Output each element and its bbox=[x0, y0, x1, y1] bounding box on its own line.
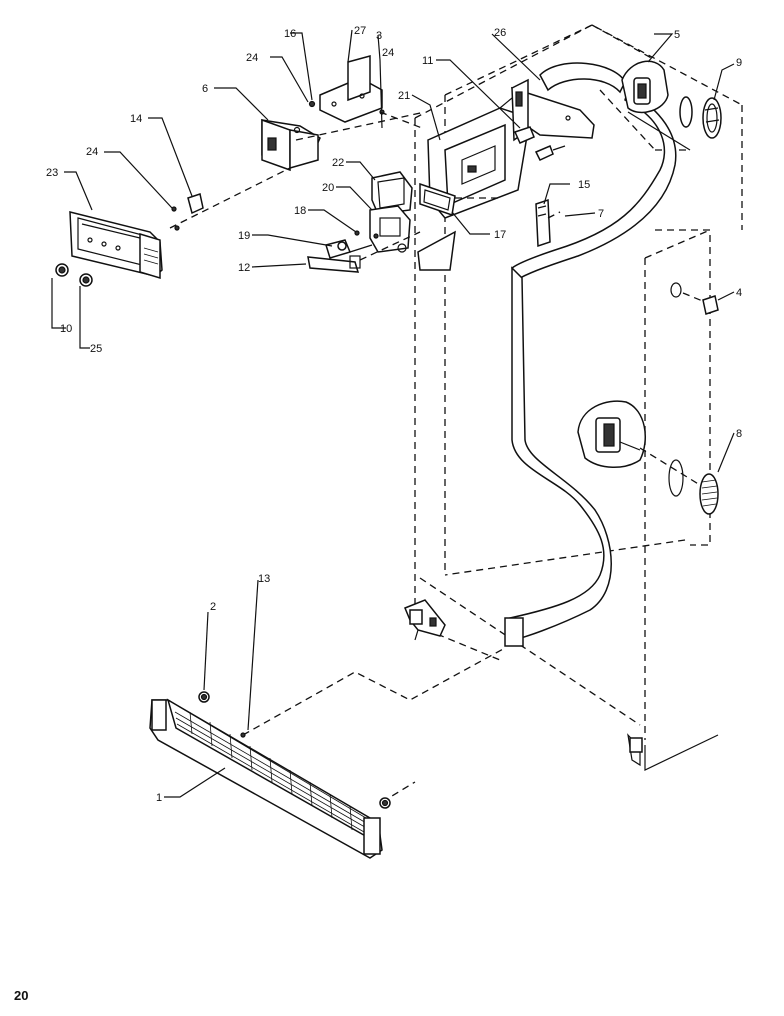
lower-bracket bbox=[404, 599, 446, 641]
callout-24: 24 bbox=[382, 47, 394, 59]
callout-16: 16 bbox=[284, 28, 296, 40]
wire-harness bbox=[417, 62, 677, 647]
callout-13: 13 bbox=[258, 573, 270, 585]
top-right-components bbox=[621, 60, 722, 151]
callout-11: 11 bbox=[422, 55, 433, 67]
callout-21: 21 bbox=[398, 90, 410, 102]
callout-8: 8 bbox=[736, 428, 742, 440]
page-number: 20 bbox=[14, 988, 29, 1003]
connector-plug bbox=[513, 126, 566, 161]
callout-19: 19 bbox=[238, 230, 250, 242]
cabinet-outline bbox=[414, 24, 743, 771]
bracket-6 bbox=[261, 118, 321, 172]
callout-5: 5 bbox=[674, 29, 680, 41]
callout-17: 17 bbox=[494, 229, 506, 241]
strip-part bbox=[535, 198, 551, 248]
knob-25 bbox=[79, 273, 93, 287]
callout-14: 14 bbox=[130, 113, 142, 125]
assembly-lines bbox=[169, 111, 561, 803]
callout-24: 24 bbox=[246, 52, 258, 64]
callout-24: 24 bbox=[86, 146, 98, 158]
callout-10: 10 bbox=[60, 323, 72, 335]
callout-22: 22 bbox=[332, 157, 344, 169]
callout-2: 2 bbox=[210, 601, 216, 613]
callout-23: 23 bbox=[46, 167, 58, 179]
callout-3: 3 bbox=[376, 30, 382, 42]
callout-4: 4 bbox=[736, 287, 742, 299]
callout-9: 9 bbox=[736, 57, 742, 69]
callout-18: 18 bbox=[294, 205, 306, 217]
leader-lines bbox=[51, 29, 735, 798]
light-housing bbox=[577, 400, 719, 515]
callout-7: 7 bbox=[598, 208, 604, 220]
callout-12: 12 bbox=[238, 262, 250, 274]
callout-labels: 16 27 3 24 24 6 14 24 23 10 25 11 26 21 … bbox=[46, 25, 742, 804]
callout-1: 1 bbox=[156, 792, 162, 804]
toe-grille bbox=[149, 691, 391, 859]
clip-14 bbox=[171, 193, 204, 231]
callout-27: 27 bbox=[354, 25, 366, 37]
fitting-4 bbox=[670, 282, 719, 315]
control-panel-23 bbox=[69, 211, 163, 280]
callout-15: 15 bbox=[578, 179, 590, 191]
callout-26: 26 bbox=[494, 27, 506, 39]
knob-10 bbox=[55, 263, 69, 277]
callout-6: 6 bbox=[202, 83, 208, 95]
dispenser-assembly bbox=[307, 171, 456, 273]
callout-20: 20 bbox=[322, 182, 334, 194]
callout-25: 25 bbox=[90, 343, 102, 355]
control-housing bbox=[427, 97, 544, 219]
bracket-27 bbox=[308, 55, 385, 129]
